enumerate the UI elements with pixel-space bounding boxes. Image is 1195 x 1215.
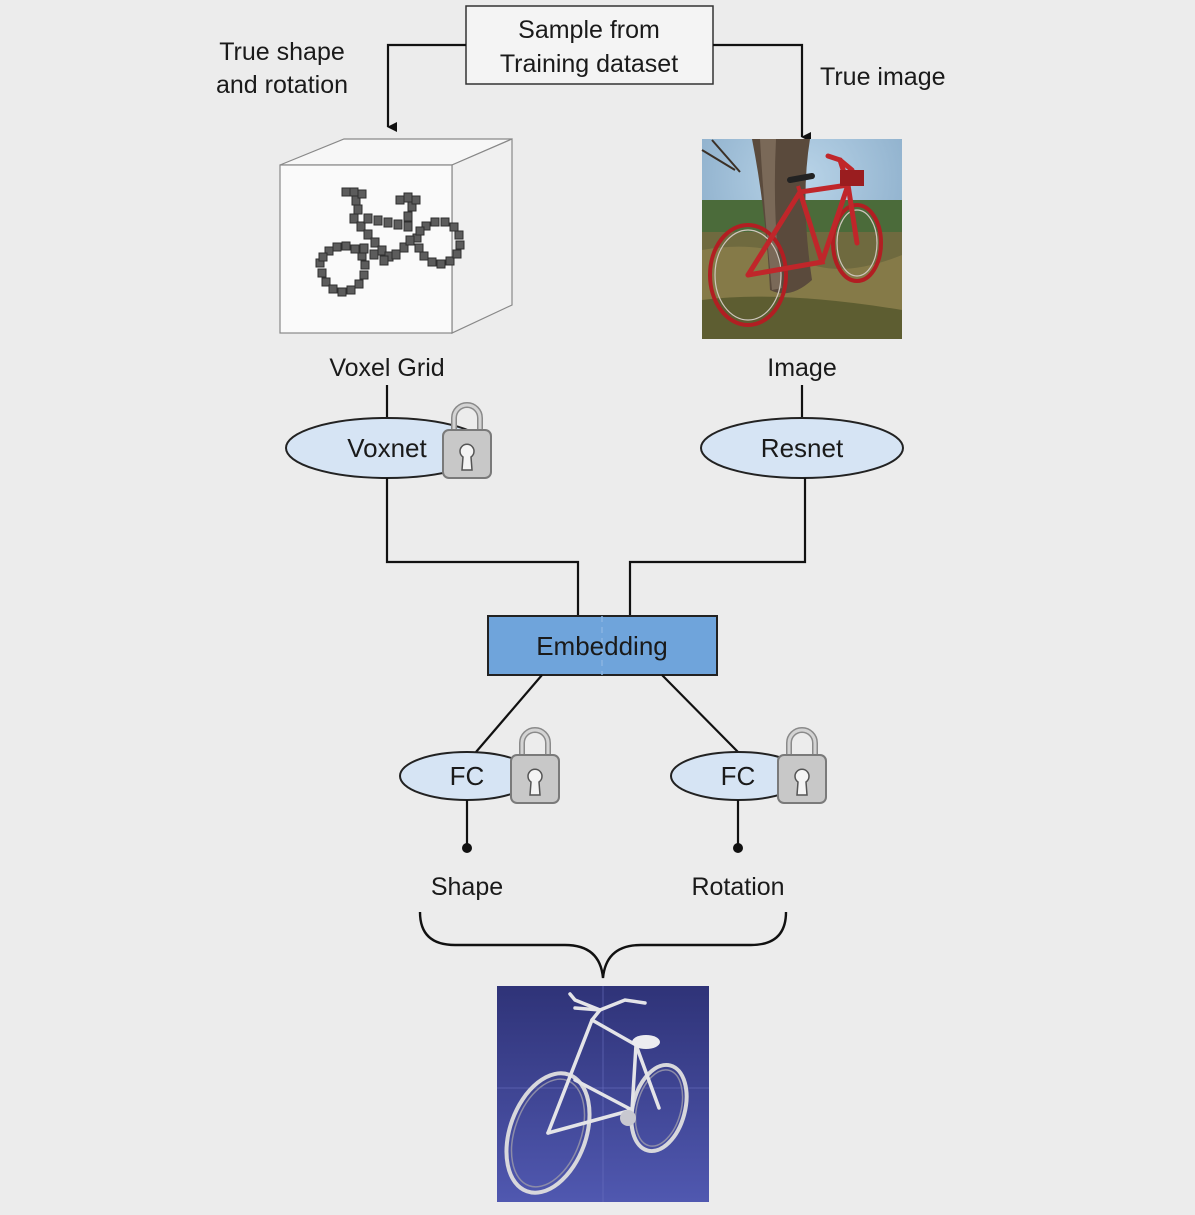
image-label: Image <box>767 354 836 382</box>
embedding-box: Embedding <box>487 615 718 676</box>
source-box-line2: Training dataset <box>500 50 678 78</box>
voxel-bicycle-icon <box>315 187 465 297</box>
lock-icon <box>778 730 826 803</box>
connector-voxnet-embedding <box>385 478 580 616</box>
connector-embedding-fc-right <box>661 674 739 753</box>
output-dot-shape <box>462 843 472 853</box>
left-arrow-label-line1: True shape <box>219 38 345 66</box>
output-dot-rotation <box>733 843 743 853</box>
rotation-label: Rotation <box>691 873 784 901</box>
connector-resnet-embedding <box>628 478 807 616</box>
connector-embedding-fc-left <box>475 674 543 753</box>
lock-icon <box>443 405 491 478</box>
voxnet-node: Voxnet <box>285 417 489 479</box>
fc-left-node: FC <box>399 751 535 801</box>
embedding-label: Embedding <box>536 631 668 661</box>
shape-label: Shape <box>431 873 503 901</box>
source-box-line1: Sample from <box>518 16 660 44</box>
lock-icon <box>511 730 559 803</box>
left-arrow-label-line2: and rotation <box>216 71 348 99</box>
source-box: Sample from Training dataset <box>465 5 714 85</box>
resnet-node: Resnet <box>700 417 904 479</box>
voxel-grid-label: Voxel Grid <box>329 354 444 382</box>
bicycle-photo <box>701 139 902 339</box>
combine-brace <box>418 911 788 979</box>
arrow-to-voxel-grid <box>386 43 466 132</box>
fc-right-label: FC <box>721 761 756 791</box>
fc-left-label: FC <box>450 761 485 791</box>
arrow-to-image <box>713 43 811 142</box>
right-arrow-label: True image <box>820 63 946 91</box>
voxnet-label: Voxnet <box>347 433 427 463</box>
bicycle-render <box>497 986 709 1202</box>
voxel-grid-cube <box>279 138 513 334</box>
resnet-label: Resnet <box>761 433 844 463</box>
